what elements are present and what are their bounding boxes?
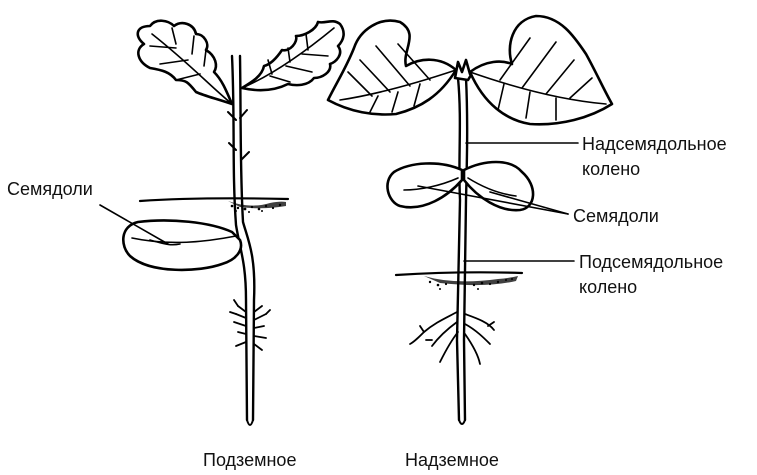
left-cotyledons-label: Семядоли <box>7 179 93 199</box>
right-stem <box>457 78 467 424</box>
right-roots <box>410 312 494 364</box>
epicotyl-label-line1: Надсемядольное <box>582 134 727 154</box>
right-cotyledons-label: Семядоли <box>573 206 659 226</box>
right-true-leaf-left <box>328 21 456 115</box>
left-soil-line <box>140 198 288 213</box>
hypogeal-seedling <box>100 21 344 425</box>
epicotyl-label-line2: колено <box>582 159 640 179</box>
left-true-leaf-left <box>138 21 232 104</box>
left-true-leaf-right <box>242 21 344 90</box>
hypocotyl-label-line2: колено <box>579 277 637 297</box>
right-cotyledon-right <box>464 162 533 210</box>
left-roots <box>230 300 270 350</box>
left-caption: Подземное <box>203 450 296 470</box>
epigeal-seedling <box>328 16 612 424</box>
hypocotyl-label-line1: Подсемядольное <box>579 252 723 272</box>
right-cotyledon-left <box>387 163 462 207</box>
right-caption: Надземное <box>405 450 499 470</box>
right-true-leaf-right <box>470 16 612 124</box>
